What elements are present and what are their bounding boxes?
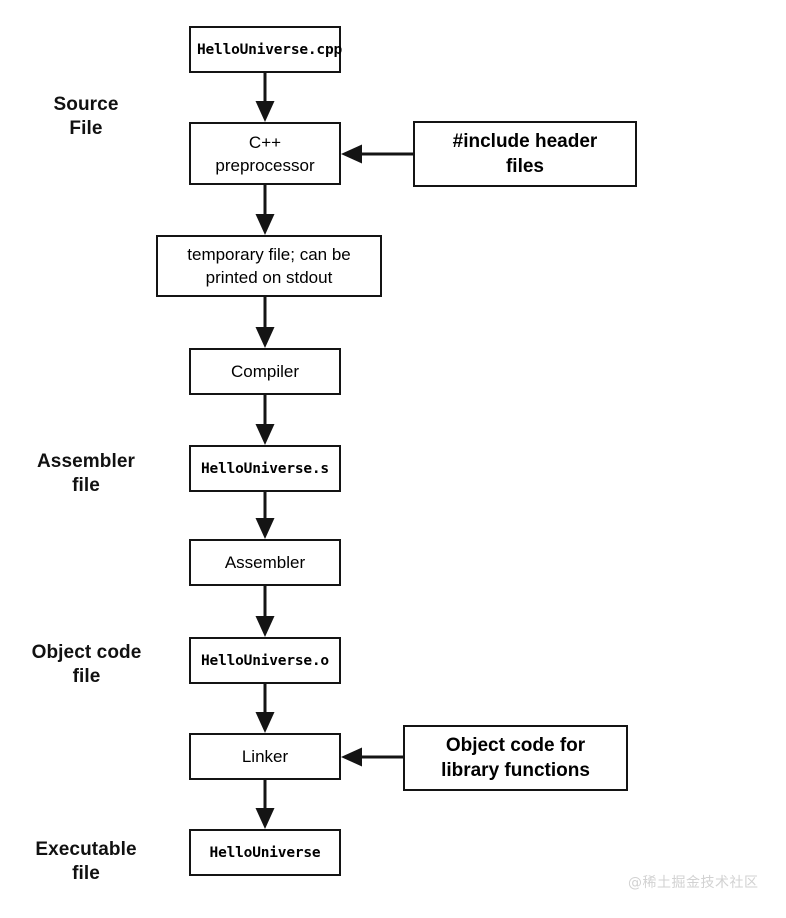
- node-temporary-file[interactable]: temporary file; can be printed on stdout: [156, 235, 382, 297]
- node-executable[interactable]: HelloUniverse: [189, 829, 341, 876]
- stage-label-assembler-file: Assembler file: [36, 451, 136, 496]
- node-executable-label: HelloUniverse: [209, 844, 321, 861]
- node-object-file[interactable]: HelloUniverse.o: [189, 637, 341, 684]
- arrow-headers-to-preprocessor: [341, 144, 413, 164]
- node-source-cpp-label: HelloUniverse.cpp: [197, 41, 343, 58]
- node-compiler[interactable]: Compiler: [189, 348, 341, 395]
- node-assembly-file-label: HelloUniverse.s: [201, 460, 329, 477]
- arrow-linker-to-executable: [255, 780, 275, 829]
- node-include-headers[interactable]: #include header files: [413, 121, 637, 187]
- arrow-object-file-to-linker: [255, 684, 275, 733]
- node-library-objects-label: Object code for library functions: [441, 735, 590, 781]
- node-assembler-label: Assembler: [224, 553, 306, 572]
- arrow-source-to-preprocessor: [255, 73, 275, 122]
- node-temporary-file-label: temporary file; can be printed on stdout: [187, 245, 351, 287]
- node-assembly-file[interactable]: HelloUniverse.s: [189, 445, 341, 492]
- arrow-temporary-file-to-compiler: [255, 297, 275, 348]
- node-linker[interactable]: Linker: [189, 733, 341, 780]
- arrow-assembly-file-to-assembler: [255, 492, 275, 539]
- watermark-text: @稀土掘金技术社区: [628, 875, 759, 891]
- stage-label-source-file: Source File: [53, 94, 119, 139]
- arrow-preprocessor-to-temporary-file: [255, 185, 275, 235]
- arrow-assembler-to-object-file: [255, 586, 275, 637]
- node-include-headers-label: #include header files: [452, 131, 598, 177]
- node-assembler[interactable]: Assembler: [189, 539, 341, 586]
- node-object-file-label: HelloUniverse.o: [201, 652, 329, 669]
- stage-label-executable-file: Executable file: [35, 839, 137, 884]
- node-library-objects[interactable]: Object code for library functions: [403, 725, 628, 791]
- arrow-library-objects-to-linker: [341, 747, 403, 767]
- node-preprocessor-label: C++ preprocessor: [215, 132, 315, 175]
- node-linker-label: Linker: [241, 747, 289, 766]
- stage-label-object-code-file: Object code file: [31, 642, 142, 687]
- arrow-compiler-to-assembly-file: [255, 395, 275, 445]
- node-source-cpp[interactable]: HelloUniverse.cpp: [189, 26, 343, 73]
- node-preprocessor[interactable]: C++ preprocessor: [189, 122, 341, 185]
- node-compiler-label: Compiler: [230, 362, 300, 381]
